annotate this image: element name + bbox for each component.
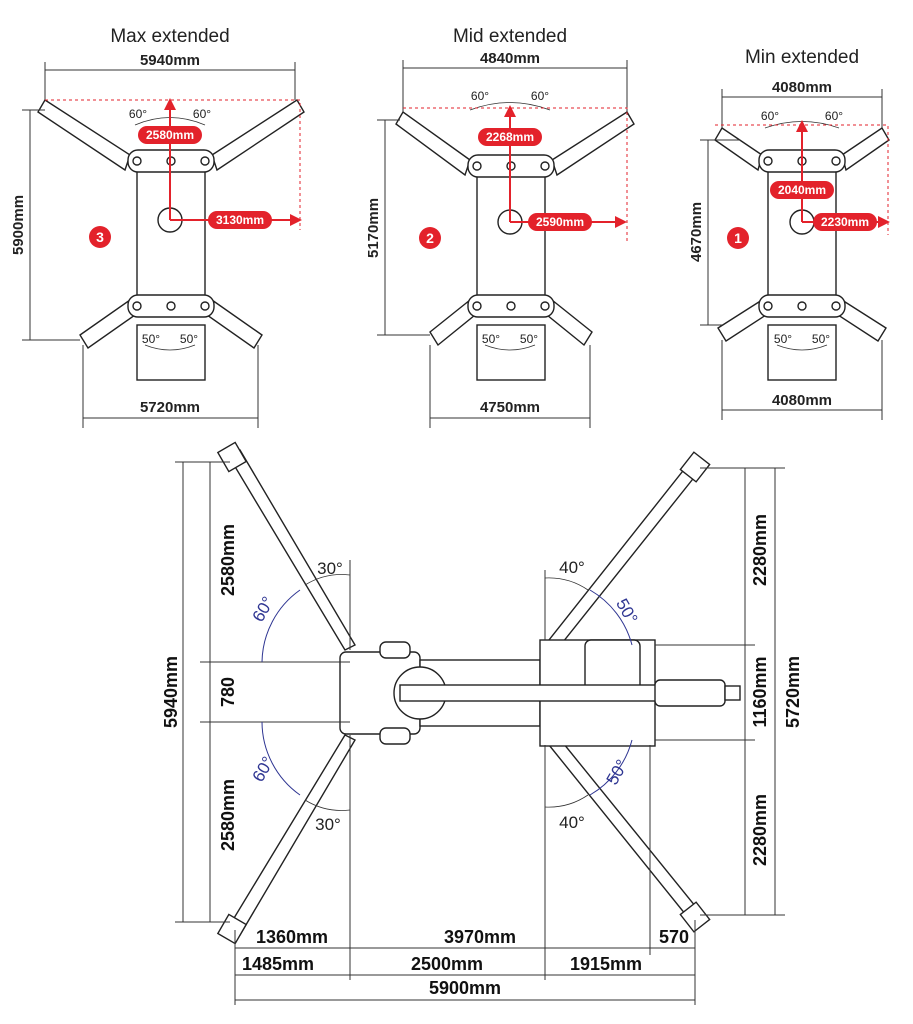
right-total-label: 5720mm xyxy=(783,656,803,728)
angle-label: 60° xyxy=(761,109,779,123)
left-total-label: 5940mm xyxy=(161,656,181,728)
view-title: Max extended xyxy=(110,26,229,47)
angle-label: 40° xyxy=(559,813,585,832)
height-label: 4670mm xyxy=(688,202,705,262)
height-label: 5170mm xyxy=(365,198,382,258)
angle-label: 40° xyxy=(559,558,585,577)
red-vertical-label: 2040mm xyxy=(778,183,826,197)
left-middle-label: 780 xyxy=(218,677,238,707)
angle-label: 60° xyxy=(531,89,549,103)
angle-label: 50° xyxy=(612,595,641,627)
right-upper-label: 2280mm xyxy=(750,514,770,586)
angle-label: 60° xyxy=(825,109,843,123)
bottom-width-label: 4080mm xyxy=(772,392,832,409)
angle-label: 60° xyxy=(471,89,489,103)
total-length-label: 5900mm xyxy=(429,978,501,998)
operator-cab xyxy=(584,639,641,693)
view-title: Min extended xyxy=(745,47,859,68)
boom xyxy=(399,684,671,702)
badge-number: 1 xyxy=(734,230,742,246)
main-crane-view: 5940mm 2580mm 780 2580mm 5720mm 2280mm 1… xyxy=(161,441,803,1005)
view-title: Mid extended xyxy=(453,26,567,47)
row2-label: 1485mm xyxy=(242,954,314,974)
angle-label: 50° xyxy=(180,332,198,346)
angle-label: 60° xyxy=(129,107,147,121)
angle-label: 50° xyxy=(142,332,160,346)
row2-label: 2500mm xyxy=(411,954,483,974)
bottom-width-label: 4750mm xyxy=(480,399,540,416)
angle-label: 50° xyxy=(520,332,538,346)
height-label: 5900mm xyxy=(10,195,27,255)
top-width-label: 4080mm xyxy=(772,79,832,96)
right-middle-label: 1160mm xyxy=(750,656,770,727)
min-extended-view: Min extended 4080mm 60° 60° 50° 50° 4670… xyxy=(688,47,890,420)
row1-label: 1360mm xyxy=(256,927,328,947)
left-lower-label: 2580mm xyxy=(218,779,238,851)
angle-label: 30° xyxy=(317,559,343,578)
mid-extended-view: Mid extended 4840mm 60° 60° 50° 50° 5170… xyxy=(365,26,635,428)
angle-label: 60° xyxy=(249,753,278,785)
angle-label: 50° xyxy=(812,332,830,346)
red-vertical-label: 2580mm xyxy=(146,128,194,142)
badge-number: 2 xyxy=(426,230,434,246)
row2-label: 1915mm xyxy=(570,954,642,974)
right-lower-label: 2280mm xyxy=(750,794,770,866)
left-upper-label: 2580mm xyxy=(218,524,238,596)
angle-label: 50° xyxy=(482,332,500,346)
badge-number: 3 xyxy=(96,229,104,245)
angle-label: 50° xyxy=(774,332,792,346)
bottom-width-label: 5720mm xyxy=(140,399,200,416)
angle-label: 50° xyxy=(603,756,632,788)
red-horizontal-label: 3130mm xyxy=(216,213,264,227)
red-horizontal-label: 2230mm xyxy=(821,215,869,229)
row1-label: 570 xyxy=(659,927,689,947)
top-width-label: 4840mm xyxy=(480,50,540,67)
row1-label: 3970mm xyxy=(444,927,516,947)
max-extended-view: Max extended 5940mm 60° 60° 50° 50° 5900… xyxy=(10,26,305,428)
top-width-label: 5940mm xyxy=(140,52,200,69)
red-horizontal-label: 2590mm xyxy=(536,215,584,229)
red-vertical-label: 2268mm xyxy=(486,130,534,144)
angle-label: 60° xyxy=(193,107,211,121)
angle-label: 30° xyxy=(315,815,341,834)
